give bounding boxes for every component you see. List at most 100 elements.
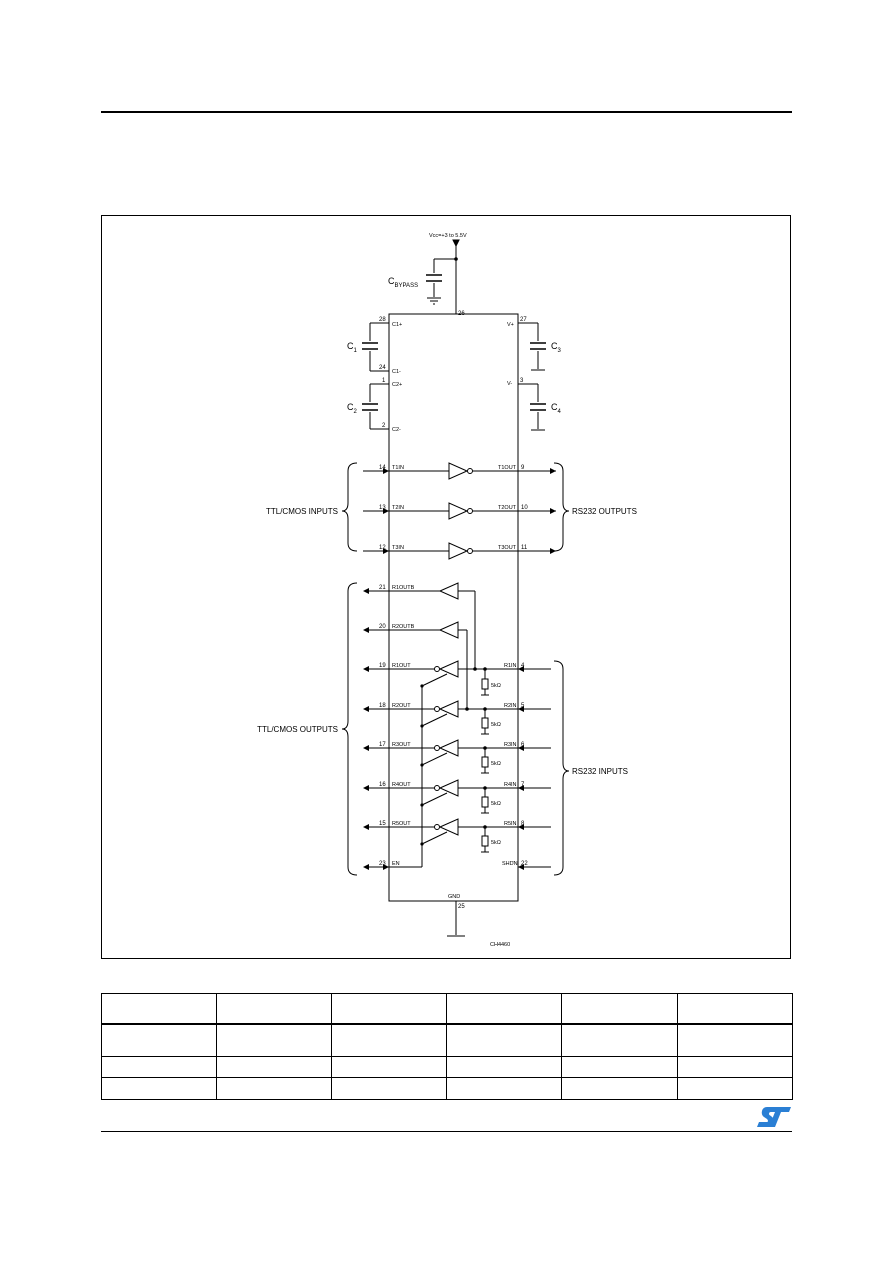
rs232-inputs-label: RS232 INPUTS	[572, 767, 628, 776]
pin-signal: C1+	[392, 322, 402, 328]
pin-number: 4	[521, 663, 525, 669]
table-row	[101, 1055, 793, 1079]
table-header-cell	[561, 993, 678, 1025]
pin-number: 8	[521, 821, 525, 827]
pin-signal: C2-	[392, 427, 401, 433]
cap-c1-label: C1	[347, 341, 358, 354]
pin-signal: R4OUT	[392, 782, 411, 788]
pin-number: 2	[382, 423, 386, 429]
pin-number: 11	[521, 545, 528, 551]
st-logo	[757, 1107, 791, 1127]
pin-signal: T1IN	[392, 465, 404, 471]
rs232-outputs-label: RS232 OUTPUTS	[572, 507, 637, 516]
table-header-cell	[446, 993, 562, 1025]
table-cell	[561, 1055, 678, 1079]
pin-number: 18	[379, 703, 386, 709]
table-row	[101, 1077, 793, 1100]
resistor-value: 5kΩ	[491, 722, 501, 728]
table-cell	[101, 1077, 217, 1100]
resistor-value: 5kΩ	[491, 761, 501, 767]
pin-signal: R2IN	[504, 703, 517, 709]
table-cell	[216, 1055, 332, 1079]
pin-number: 19	[379, 663, 386, 669]
pin-number: 3	[520, 378, 524, 384]
pin-signal: R3OUT	[392, 742, 411, 748]
gnd-label: GND	[448, 894, 460, 900]
pin-signal: T3OUT	[498, 545, 517, 551]
pin-number: 6	[521, 742, 525, 748]
pin-number: 1	[382, 378, 386, 384]
pin-number: 10	[521, 505, 528, 511]
pin-signal: R5OUT	[392, 821, 411, 827]
vcc-pin-number: 26	[458, 311, 465, 317]
pin-number: 5	[521, 703, 525, 709]
pin-number: 22	[521, 861, 528, 867]
table-cell	[331, 1023, 447, 1057]
pin-number: 14	[379, 465, 386, 471]
ic-body	[388, 313, 519, 902]
footer-rule	[101, 1131, 792, 1132]
pin-signal: C2+	[392, 382, 402, 388]
ttl-inputs-label: TTL/CMOS INPUTS	[266, 507, 338, 516]
table-cell	[446, 1055, 562, 1079]
cap-c2-label: C2	[347, 402, 358, 415]
pin-signal: R3IN	[504, 742, 517, 748]
pin-signal: T2OUT	[498, 505, 517, 511]
table-cell	[101, 1055, 217, 1079]
table-cell	[561, 1023, 678, 1057]
table-header-cell	[331, 993, 447, 1025]
pin-signal: T1OUT	[498, 465, 517, 471]
pin-signal: R1OUT	[392, 663, 411, 669]
pin-signal: R1IN	[504, 663, 517, 669]
resistor-value: 5kΩ	[491, 683, 501, 689]
pin-number: 16	[379, 782, 386, 788]
en-signal: EN	[392, 861, 400, 867]
pin-number: 20	[379, 624, 386, 630]
pin-signal: T3IN	[392, 545, 404, 551]
pin-signal: V+	[507, 322, 514, 328]
schematic-diagram: Vcc=+3 to 5.5V 26 CBYPASS C1 C2 C3 C4 28…	[257, 233, 637, 948]
table-cell	[101, 1023, 217, 1057]
diagram-frame: Vcc=+3 to 5.5V 26 CBYPASS C1 C2 C3 C4 28…	[101, 215, 791, 959]
pin-number: 23	[379, 861, 386, 867]
pin-signal: R2OUT	[392, 703, 411, 709]
table-header-cell	[677, 993, 793, 1025]
table-cell	[446, 1023, 562, 1057]
cap-c3-label: C3	[551, 341, 562, 354]
pin-number: 28	[379, 317, 386, 323]
figure-code: CH4460	[490, 942, 510, 948]
resistor-value: 5kΩ	[491, 801, 501, 807]
pin-number: 21	[379, 585, 386, 591]
pin-number: 7	[521, 782, 525, 788]
table-cell	[216, 1023, 332, 1057]
pin-number: 13	[379, 505, 386, 511]
resistor-value: 5kΩ	[491, 840, 501, 846]
gnd-pin-number: 25	[458, 904, 465, 910]
pin-signal: R4IN	[504, 782, 517, 788]
table-header-cell	[101, 993, 217, 1025]
bypass-cap-label: CBYPASS	[388, 276, 418, 289]
cap-c4-label: C4	[551, 402, 562, 415]
table-cell	[331, 1077, 447, 1100]
pin-signal: R2OUTB	[392, 624, 415, 630]
pin-number: 9	[521, 465, 525, 471]
pin-number: 27	[520, 317, 527, 323]
table-cell	[677, 1077, 793, 1100]
pin-number: 17	[379, 742, 386, 748]
header-rule	[101, 111, 792, 113]
table-cell	[331, 1055, 447, 1079]
pin-signal: C1-	[392, 369, 401, 375]
pin-table	[101, 993, 793, 1100]
st-logo-mark	[757, 1107, 791, 1127]
pin-signal: V-	[507, 381, 512, 387]
pin-signal: T2IN	[392, 505, 404, 511]
table-cell	[561, 1077, 678, 1100]
table-header-cell	[216, 993, 332, 1025]
pin-signal: R1OUTB	[392, 585, 415, 591]
table-cell	[677, 1055, 793, 1079]
pin-signal: R5IN	[504, 821, 517, 827]
table-header-row	[101, 993, 793, 1025]
pin-number: 15	[379, 821, 386, 827]
table-cell	[446, 1077, 562, 1100]
table-row	[101, 1023, 793, 1057]
